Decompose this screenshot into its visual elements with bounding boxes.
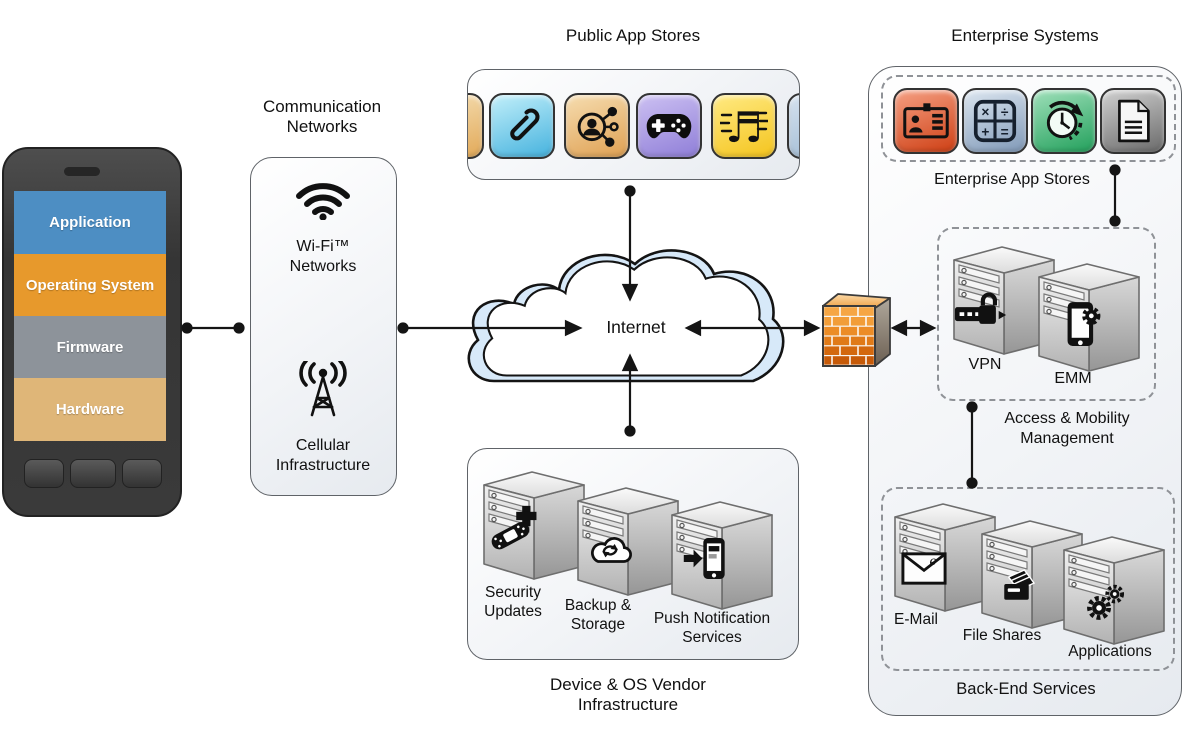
wifi-networks-label: Wi-Fi™ Networks [289,238,357,275]
phone-button [122,459,162,488]
backend-services-group [881,487,1175,671]
public-app-stores-box: ♬ [467,69,800,180]
file-shares-server [978,517,1086,629]
time-app-tile [1031,88,1097,154]
internet-label: Internet [606,317,666,337]
vpn-label: VPN [968,356,1002,373]
phone-button [24,459,64,488]
email-server: e [891,500,999,612]
games-app-tile [636,93,702,159]
applications-label: Applications [1068,643,1152,660]
music-app-tile: ♬ [711,93,777,159]
connector-device-commnet [181,322,245,334]
access-mobility-group [937,227,1156,401]
public-app-stores-title: Public App Stores [565,26,701,45]
svg-text:♬: ♬ [725,103,763,150]
device-layer-firmware: Firmware [14,316,166,378]
share-network-icon [577,106,619,147]
clock-icon [1046,100,1084,141]
file-shares-label: File Shares [962,627,1042,644]
svg-text:×: × [981,104,989,119]
calculator-app-tile: × ÷ + = [962,88,1028,154]
backup-storage-label: Backup & Storage [564,597,632,633]
document-icon [1118,99,1150,143]
cellular-infrastructure-label: Cellular Infrastructure [275,437,371,474]
device-layer-stack: Application Operating System Firmware Ha… [14,191,166,441]
phone-speaker [64,167,100,176]
communication-networks-title: Communication Networks [262,97,382,137]
id-badge-icon [903,103,949,139]
enterprise-app-stores-group [881,75,1176,162]
security-updates-server [480,468,588,580]
bandage-plus-icon [491,505,537,550]
emm-server [1035,260,1143,372]
push-notification-label: Push Notification Services [653,610,771,646]
security-updates-label: Security Updates [484,584,542,620]
wifi-icon [296,183,350,220]
contacts-app-tile [893,88,959,154]
cell-tower-icon [299,361,347,417]
device-os-vendor-title: Device & OS Vendor Infrastructure [550,675,706,715]
partial-app-tile [468,93,484,159]
device-layer-operating-system: Operating System [14,254,166,316]
svg-text:e: e [930,554,937,568]
enterprise-systems-title: Enterprise Systems [951,26,1099,45]
phone-button [70,459,116,488]
backup-storage-server [574,484,682,596]
calculator-icon: × ÷ + = [973,99,1017,143]
communication-networks-box: Wi-Fi™ Networks Cellular Infrastructure [250,157,397,496]
svg-text:+: + [981,125,989,140]
firewall-icon [822,293,891,367]
enterprise-app-stores-label: Enterprise App Stores [934,171,1090,188]
attachments-app-tile [489,93,555,159]
backend-services-label: Back-End Services [956,680,1096,698]
music-notes-icon: ♬ [720,103,768,150]
applications-server [1060,533,1168,645]
paperclip-icon [510,108,540,141]
cloud-sync-icon [591,537,632,563]
social-app-tile [564,93,630,159]
svg-text:÷: ÷ [1001,104,1009,119]
mobile-device: Application Operating System Firmware Ha… [2,147,182,517]
internet-cloud [467,249,785,383]
device-layer-hardware: Hardware [14,378,166,441]
gears-icon [1087,584,1125,620]
email-label: E-Mail [894,611,938,628]
folder-stack-icon [1004,569,1036,600]
envelope-icon: e [901,552,947,585]
gamepad-icon [646,114,692,139]
emm-label: EMM [1054,370,1092,387]
svg-text:=: = [1001,125,1009,140]
push-notification-server [668,498,776,610]
access-mobility-label: Access & Mobility Management [1004,410,1130,447]
phone-push-arrow-icon [683,538,725,579]
lock-arrow-icon [954,292,1007,324]
device-layer-application: Application [14,191,166,254]
partial-app-tile [787,93,799,159]
vpn-server [950,243,1058,355]
documents-app-tile [1100,88,1166,154]
phone-gear-icon [1067,302,1101,346]
